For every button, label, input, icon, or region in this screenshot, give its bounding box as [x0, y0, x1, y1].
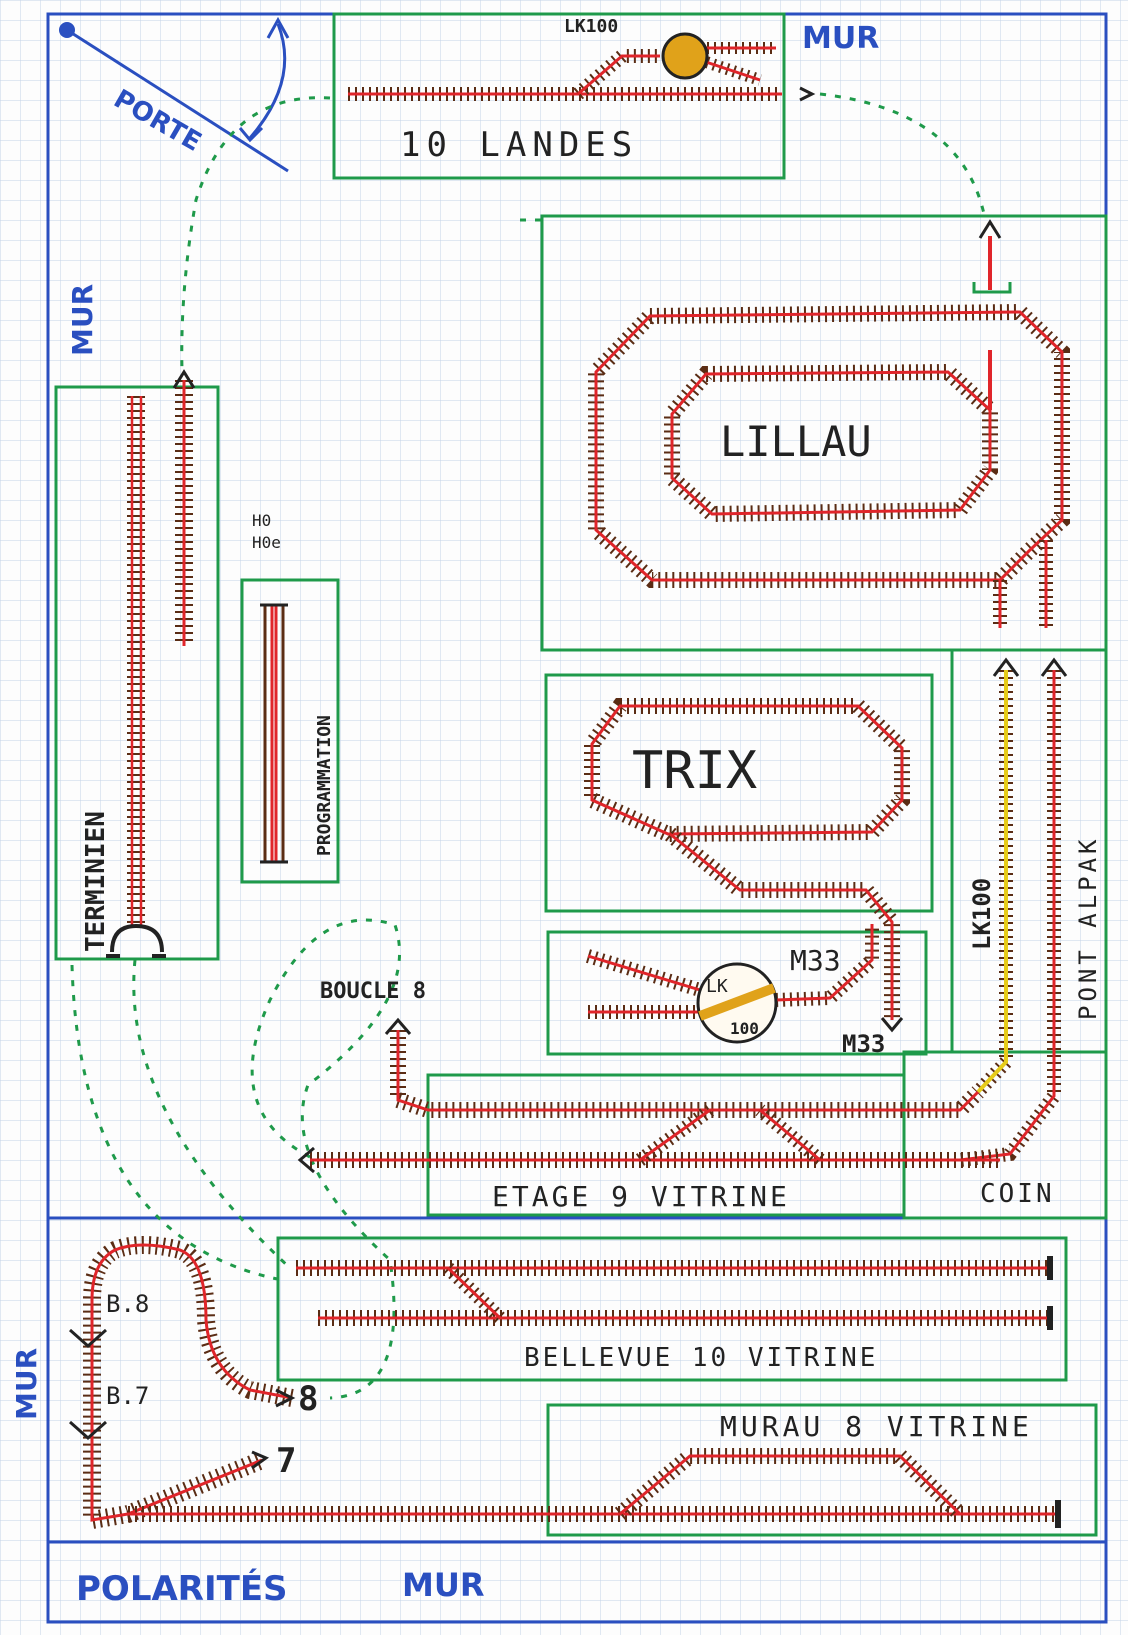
board-programmation — [240, 578, 340, 884]
label-trix: TRIX — [632, 741, 757, 801]
label-lk100-side: LK100 — [968, 878, 996, 950]
label-mur-bottom: MUR — [402, 1566, 484, 1604]
label-coin: COIN — [980, 1179, 1055, 1209]
track-loops-b8-b7 — [69, 1236, 1058, 1531]
board-landes — [332, 12, 786, 180]
door-swing-arrow-icon — [248, 23, 287, 139]
label-n7: 7 — [276, 1441, 296, 1481]
label-m33-b: M33 — [842, 1030, 885, 1058]
track-programmation — [260, 603, 288, 864]
board-m33 — [546, 930, 928, 1056]
board-bellevue — [276, 1236, 1068, 1382]
track-landes — [348, 32, 816, 102]
board-murau — [546, 1403, 1098, 1537]
label-lk: LK — [706, 976, 728, 997]
label-h0e: H0e — [252, 533, 281, 552]
track-terminien — [106, 369, 196, 958]
label-landes: 10 LANDES — [400, 125, 638, 165]
track-lillau — [588, 219, 1070, 628]
track-pont-alpak — [959, 657, 1068, 1167]
label-n8: 8 — [298, 1379, 318, 1419]
label-terminien: TERMINIEN — [81, 811, 111, 952]
label-pont-alpak: PONT ALPAK — [1074, 836, 1102, 1021]
door — [59, 16, 290, 173]
label-mur-top: MUR — [802, 21, 879, 56]
track-murau — [614, 1448, 1061, 1528]
label-mur-left: MUR — [66, 284, 99, 356]
door-leaf — [66, 28, 289, 173]
label-bellevue: BELLEVUE 10 VITRINE — [524, 1343, 878, 1373]
label-mur-left-bottom: MUR — [10, 1348, 43, 1420]
label-programmation: PROGRAMMATION — [314, 715, 335, 856]
board-lillau — [540, 214, 1108, 652]
label-lillau: LILLAU — [720, 417, 872, 466]
turntable-icon — [661, 32, 709, 80]
label-tt100: 100 — [730, 1019, 759, 1038]
link-terminien-to-bellevue — [70, 964, 283, 1282]
label-h0: H0 — [252, 511, 271, 530]
label-etage9: ETAGE 9 VITRINE — [492, 1180, 790, 1213]
track-m33 — [585, 924, 879, 1044]
label-b8: B.8 — [106, 1290, 149, 1318]
track-etage9 — [297, 1017, 1000, 1174]
label-m33-a: M33 — [790, 944, 841, 977]
link-boucle8 — [250, 918, 402, 1400]
track-trix — [584, 698, 910, 1033]
track-bellevue — [296, 1256, 1053, 1330]
label-lk100-top: LK100 — [564, 16, 618, 37]
dashed-links — [70, 92, 986, 1400]
board-trix — [544, 673, 934, 913]
boards — [54, 12, 1108, 1537]
label-boucle8: BOUCLE 8 — [320, 979, 426, 1004]
board-terminien — [54, 385, 220, 961]
label-b7: B.7 — [106, 1382, 149, 1410]
link-landes-to-lillau — [819, 92, 986, 215]
label-polarites: POLARITÉS — [76, 1568, 288, 1609]
link-landes-to-terminien — [180, 96, 331, 371]
label-murau: MURAU 8 VITRINE — [720, 1410, 1033, 1443]
